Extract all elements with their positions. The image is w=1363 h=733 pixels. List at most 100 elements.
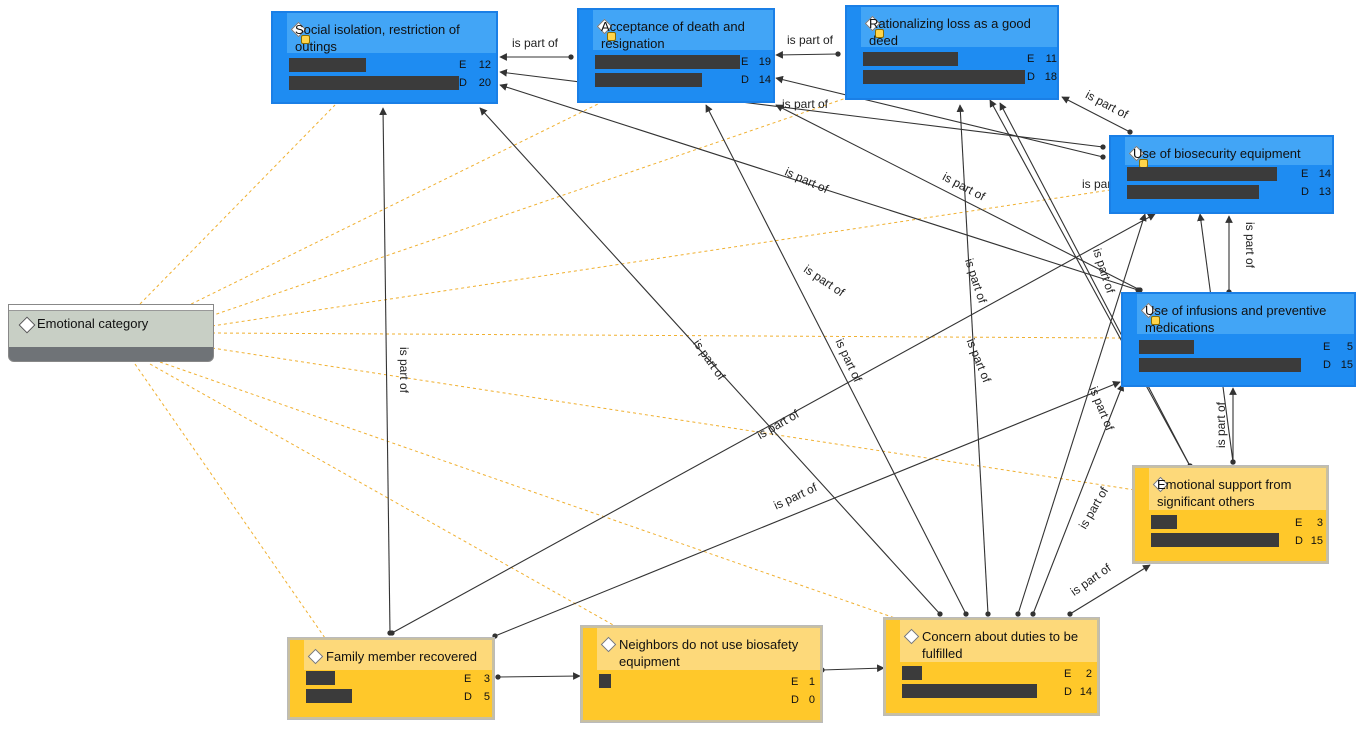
- relation-label: is part of: [782, 97, 829, 111]
- e-bar: [1127, 167, 1277, 181]
- relation-label: is part of: [771, 480, 819, 512]
- d-value: 13: [1318, 186, 1331, 198]
- category-body: [9, 311, 213, 347]
- category-header-band: [9, 305, 213, 311]
- d-label: D: [791, 694, 799, 706]
- code-node-biosecurity-equipment[interactable]: Use of biosecurity equipment E 14 D 13: [1109, 135, 1334, 214]
- relation-link: [819, 664, 885, 673]
- relation-label: is part of: [787, 33, 834, 47]
- code-node-infusions-medications[interactable]: Use of infusions and preventive medicati…: [1121, 292, 1356, 387]
- code-title: Rationalizing loss as a good deed: [869, 16, 1031, 48]
- e-label: E: [1323, 341, 1331, 353]
- category-link: [134, 363, 326, 639]
- code-node-rationalizing-loss[interactable]: Rationalizing loss as a good deed E 11 D…: [845, 5, 1059, 100]
- d-value: 14: [1079, 686, 1092, 698]
- relation-link: [379, 107, 393, 636]
- e-bar: [306, 671, 335, 685]
- relation-label: is part of: [1243, 222, 1257, 269]
- d-label: D: [464, 691, 472, 703]
- relation-label: is part of: [962, 257, 990, 306]
- d-bar: [306, 689, 352, 703]
- category-link: [149, 363, 616, 627]
- code-node-concern-duties[interactable]: Concern about duties to be fulfilled E 2…: [883, 617, 1100, 716]
- code-title: Use of infusions and preventive medicati…: [1145, 303, 1327, 335]
- d-label: D: [1027, 71, 1035, 83]
- code-node-emotional-support[interactable]: Emotional support from significant other…: [1132, 465, 1329, 564]
- e-label: E: [1027, 53, 1035, 65]
- d-label: D: [1064, 686, 1072, 698]
- relation-label: is part of: [801, 262, 848, 300]
- e-bar: [1151, 515, 1177, 529]
- memo-icon: [607, 32, 616, 41]
- relation-label: is part of: [1083, 87, 1131, 121]
- e-bar: [1139, 340, 1194, 354]
- e-label: E: [1301, 168, 1309, 180]
- d-label: D: [741, 74, 749, 86]
- code-node-acceptance-of-death[interactable]: Acceptance of death and resignation E 19…: [577, 8, 775, 103]
- code-node-social-isolation[interactable]: Social isolation, restriction of outings…: [271, 11, 498, 104]
- relation-link: [775, 104, 1143, 293]
- relation-link: [1015, 213, 1147, 617]
- e-value: 1: [808, 676, 815, 688]
- category-link: [211, 332, 1123, 339]
- d-value: 15: [1310, 535, 1323, 547]
- e-value: 14: [1318, 168, 1331, 180]
- code-title: Social isolation, restriction of outings: [295, 22, 460, 54]
- code-title: Family member recovered: [326, 649, 477, 664]
- d-value: 0: [808, 694, 815, 706]
- d-bar: [863, 70, 1025, 84]
- relation-link: [495, 672, 581, 680]
- d-bar: [595, 73, 702, 87]
- e-label: E: [791, 676, 799, 688]
- category-node-emotional[interactable]: Emotional category: [8, 304, 214, 362]
- category-link: [159, 361, 896, 619]
- d-bar: [289, 76, 459, 90]
- relation-label: is part of: [1087, 385, 1117, 434]
- code-node-family-member-recovered[interactable]: Family member recovered E 3 D 5: [287, 637, 495, 720]
- d-bar: [902, 684, 1037, 698]
- relation-label: is part of: [833, 336, 865, 384]
- relation-links: [379, 51, 1237, 680]
- relation-label: is part of: [690, 337, 728, 383]
- e-bar: [902, 666, 922, 680]
- relation-label: is part of: [512, 36, 559, 50]
- relation-label: is part of: [1214, 401, 1228, 448]
- relation-label: is part of: [1068, 560, 1114, 598]
- category-label: Emotional category: [37, 316, 149, 331]
- d-label: D: [1323, 359, 1331, 371]
- code-title: Concern about duties to be fulfilled: [922, 629, 1079, 661]
- d-value: 20: [478, 77, 491, 89]
- memo-icon: [301, 35, 310, 44]
- e-label: E: [459, 59, 467, 71]
- d-value: 5: [483, 691, 490, 703]
- d-bar: [1151, 533, 1279, 547]
- memo-icon: [875, 29, 884, 38]
- e-label: E: [741, 56, 749, 68]
- d-label: D: [1295, 535, 1303, 547]
- e-bar: [595, 55, 740, 69]
- code-title: Emotional support from significant other…: [1157, 477, 1292, 509]
- relation-label: is part of: [1090, 247, 1118, 296]
- e-value: 2: [1085, 668, 1092, 680]
- relation-label: is part of: [964, 337, 994, 386]
- relation-label: is part of: [783, 165, 831, 197]
- category-link: [211, 347, 1136, 491]
- code-title: Acceptance of death and resignation: [601, 19, 745, 51]
- e-label: E: [464, 673, 472, 685]
- e-label: E: [1064, 668, 1072, 680]
- code-title: Neighbors do not use biosafety equipment: [619, 637, 799, 669]
- relation-label: is part of: [397, 347, 411, 394]
- memo-icon: [1151, 316, 1160, 325]
- e-value: 12: [478, 59, 491, 71]
- e-value: 19: [758, 56, 771, 68]
- e-bar: [289, 58, 366, 72]
- e-value: 3: [1316, 517, 1323, 529]
- relation-link: [492, 381, 1121, 639]
- d-bar: [1139, 358, 1301, 372]
- category-link: [174, 102, 601, 313]
- code-node-neighbors-no-biosafety[interactable]: Neighbors do not use biosafety equipment…: [580, 625, 823, 723]
- e-label: E: [1295, 517, 1303, 529]
- e-value: 5: [1346, 341, 1353, 353]
- d-value: 14: [758, 74, 771, 86]
